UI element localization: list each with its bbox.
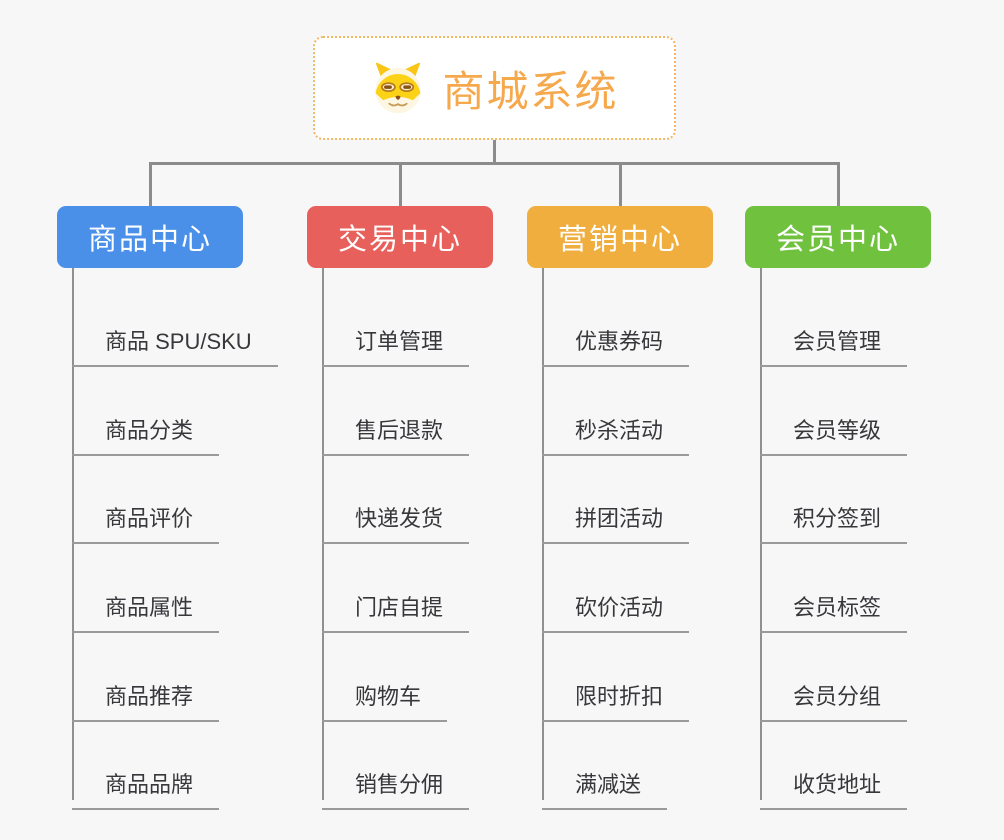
leaf-item[interactable]: 快递发货	[322, 487, 470, 544]
leaf-item[interactable]: 商品品牌	[72, 753, 220, 810]
branch-box-2[interactable]: 营销中心	[527, 206, 713, 268]
root-node[interactable]: 商城系统	[313, 36, 676, 140]
leaf-item[interactable]: 积分签到	[760, 487, 908, 544]
leaf-item[interactable]: 秒杀活动	[542, 399, 690, 456]
leaf-item[interactable]: 砍价活动	[542, 576, 690, 633]
connector-branch-drop	[837, 162, 840, 206]
leaf-item[interactable]: 购物车	[322, 665, 448, 722]
branch-box-3[interactable]: 会员中心	[745, 206, 931, 268]
leaf-item[interactable]: 优惠券码	[542, 310, 690, 367]
leaf-item[interactable]: 会员等级	[760, 399, 908, 456]
leaf-item[interactable]: 会员管理	[760, 310, 908, 367]
leaf-item[interactable]: 限时折扣	[542, 665, 690, 722]
leaf-item[interactable]: 销售分佣	[322, 753, 470, 810]
connector-spine	[542, 268, 544, 800]
connector-spine	[72, 268, 74, 800]
leaf-item[interactable]: 收货地址	[760, 753, 908, 810]
connector-root-drop	[493, 140, 496, 164]
leaf-item[interactable]: 会员标签	[760, 576, 908, 633]
leaf-item[interactable]: 门店自提	[322, 576, 470, 633]
connector-spine	[322, 268, 324, 800]
connector-branch-drop	[149, 162, 152, 206]
leaf-item[interactable]: 订单管理	[322, 310, 470, 367]
branch-label: 会员中心	[775, 224, 900, 256]
root-title: 商城系统	[442, 67, 619, 115]
branch-label: 商品中心	[87, 224, 212, 256]
leaf-item[interactable]: 会员分组	[760, 665, 908, 722]
connector-spine	[760, 268, 762, 800]
leaf-item[interactable]: 商品评价	[72, 487, 220, 544]
branch-box-1[interactable]: 交易中心	[307, 206, 493, 268]
branch-label: 营销中心	[557, 224, 682, 256]
leaf-item[interactable]: 商品 SPU/SKU	[72, 310, 278, 367]
branch-label: 交易中心	[337, 224, 462, 256]
leaf-item[interactable]: 拼团活动	[542, 487, 690, 544]
leaf-item[interactable]: 商品分类	[72, 399, 220, 456]
connector-branch-drop	[399, 162, 402, 206]
leaf-item[interactable]: 售后退款	[322, 399, 470, 456]
connector-trunk	[149, 162, 839, 165]
connector-branch-drop	[619, 162, 622, 206]
branch-box-0[interactable]: 商品中心	[57, 206, 243, 268]
doge-icon	[370, 61, 426, 115]
leaf-item[interactable]: 满减送	[542, 753, 668, 810]
leaf-item[interactable]: 商品推荐	[72, 665, 220, 722]
leaf-item[interactable]: 商品属性	[72, 576, 220, 633]
